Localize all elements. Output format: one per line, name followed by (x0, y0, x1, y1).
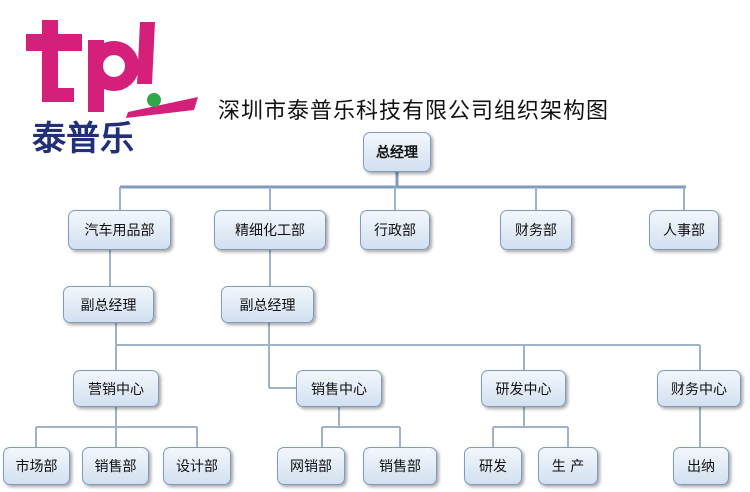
org-node-hr: 人事部 (649, 210, 719, 250)
org-node-chem: 精细化工部 (214, 210, 326, 250)
org-node-u-sales2: 销售部 (363, 447, 437, 485)
org-node-c-mkt: 营销中心 (73, 370, 159, 407)
org-node-ceo: 总经理 (363, 132, 431, 172)
logo-mark (26, 20, 198, 118)
company-logo: 泰普乐 (8, 0, 218, 160)
org-node-auto: 汽车用品部 (68, 210, 171, 250)
org-node-c-fin: 财务中心 (657, 370, 741, 407)
logo-dot (147, 93, 161, 107)
logo-text: 泰普乐 (32, 119, 134, 159)
connector-lines (35, 172, 701, 447)
org-node-dep-auto: 副总经理 (63, 286, 154, 323)
org-node-u-design: 设计部 (163, 447, 231, 485)
org-node-u-cashier: 出纳 (673, 447, 729, 485)
org-node-finance: 财务部 (500, 210, 572, 250)
org-node-u-market: 市场部 (3, 447, 70, 485)
org-node-c-rnd: 研发中心 (481, 370, 566, 407)
org-node-admin: 行政部 (360, 210, 430, 250)
org-node-dep-chem: 副总经理 (221, 286, 314, 323)
org-node-u-sales1: 销售部 (82, 447, 149, 485)
org-node-u-research: 研发 (464, 447, 522, 485)
org-node-u-prod: 生 产 (538, 447, 598, 485)
org-node-c-sales: 销售中心 (296, 370, 382, 407)
org-node-u-online: 网销部 (277, 447, 345, 485)
chart-title: 深圳市泰普乐科技有限公司组织架构图 (218, 99, 610, 124)
